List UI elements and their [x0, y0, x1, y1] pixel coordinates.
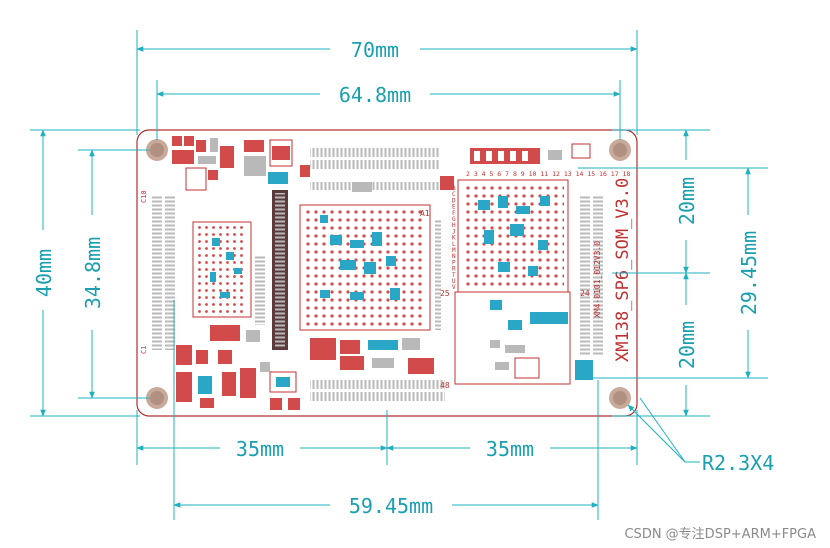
bga-row-letter: U	[452, 278, 456, 285]
pin-label-24: 24	[580, 289, 590, 298]
bga-row-letter: R	[452, 266, 456, 273]
bga-row-letter: C	[452, 191, 456, 198]
top-right-components	[352, 143, 591, 192]
bga-row-letters: BCDEFGHJKLMNPRTUV	[452, 185, 456, 291]
dim-hole-span-height: 34.8mm	[81, 149, 105, 399]
bga-row-letter: T	[452, 272, 456, 279]
dim-hole-span-width: 64.8mm	[156, 83, 621, 107]
pin-label-48: 48	[440, 381, 450, 390]
dim-label-34-8mm: 34.8mm	[81, 237, 105, 309]
bga-row-letter: N	[452, 253, 456, 260]
bga-row-letter: K	[452, 235, 456, 242]
bga-row-letter: F	[452, 210, 456, 217]
left-connector: C10 C1	[140, 190, 175, 354]
bga-row-letter: V	[452, 284, 456, 291]
mounting-holes	[146, 139, 631, 409]
pin-label-c1: C1	[140, 346, 148, 354]
dim-hole-radius: R2.3X4	[627, 397, 774, 475]
dim-label-40mm: 40mm	[32, 249, 56, 297]
pin-label-25: 25	[440, 289, 450, 298]
ddr-bga-right: 2 3 4 5 6 7 8 9 10 11 12 13 14 15 16 17 …	[457, 170, 630, 298]
top-connector	[310, 148, 445, 190]
extension-lines	[30, 30, 768, 520]
dim-left-half-width: 35mm	[136, 437, 388, 461]
board-silk-title: XM138_SP6_SOM_V3.0	[613, 178, 633, 362]
bga-row-letter: P	[452, 259, 456, 266]
bottom-middle-components	[310, 338, 434, 374]
top-left-components	[172, 136, 310, 191]
dim-label-20mm-lower: 20mm	[675, 321, 699, 369]
dim-label-59-45mm: 59.45mm	[349, 494, 433, 518]
bottom-connector	[310, 380, 445, 401]
pin-label-a1: A1	[420, 209, 430, 218]
right-connector	[580, 195, 603, 355]
bga-column-numbers: 2 3 4 5 6 7 8 9 10 11 12 13 14 15 16 17 …	[466, 170, 630, 178]
fpga-bga: A1 25 48	[299, 204, 450, 390]
bga-row-letter: M	[452, 247, 456, 254]
dim-label-35mm-right: 35mm	[486, 437, 534, 461]
dim-total-height: 40mm	[32, 129, 56, 417]
watermark: CSDN @专注DSP+ARM+FPGA	[624, 527, 816, 542]
bottom-left-components	[176, 325, 300, 410]
dim-label-20mm-upper: 20mm	[675, 177, 699, 225]
memory-chip-left	[192, 221, 265, 325]
bga-row-letter: E	[452, 204, 456, 211]
dim-label-64-8mm: 64.8mm	[339, 83, 411, 107]
dim-label-35mm-left: 35mm	[236, 437, 284, 461]
dim-connector-span-width: 59.45mm	[173, 494, 599, 518]
left-header-strip	[272, 190, 288, 350]
bga-row-letter: J	[452, 228, 456, 235]
bga-row-letter: H	[452, 222, 456, 229]
pin-label-c10: C10	[140, 190, 148, 203]
bga-row-letter: L	[452, 241, 456, 248]
dim-lower-height: 20mm	[675, 272, 699, 417]
dim-connector-span-height: 29.45mm	[737, 167, 761, 379]
power-module	[454, 291, 593, 385]
dim-right-half-width: 35mm	[386, 437, 638, 461]
dim-label-70mm: 70mm	[351, 38, 399, 62]
dim-label-hole-radius: R2.3X4	[702, 451, 774, 475]
board-silk-subtitle: XM4-0101_012V3.0	[593, 241, 602, 318]
bga-row-letter: G	[452, 216, 456, 223]
bga-row-letter: D	[452, 197, 456, 204]
dim-label-29-45mm: 29.45mm	[737, 231, 761, 315]
dim-total-width: 70mm	[136, 38, 638, 62]
dim-upper-height: 20mm	[675, 129, 699, 274]
